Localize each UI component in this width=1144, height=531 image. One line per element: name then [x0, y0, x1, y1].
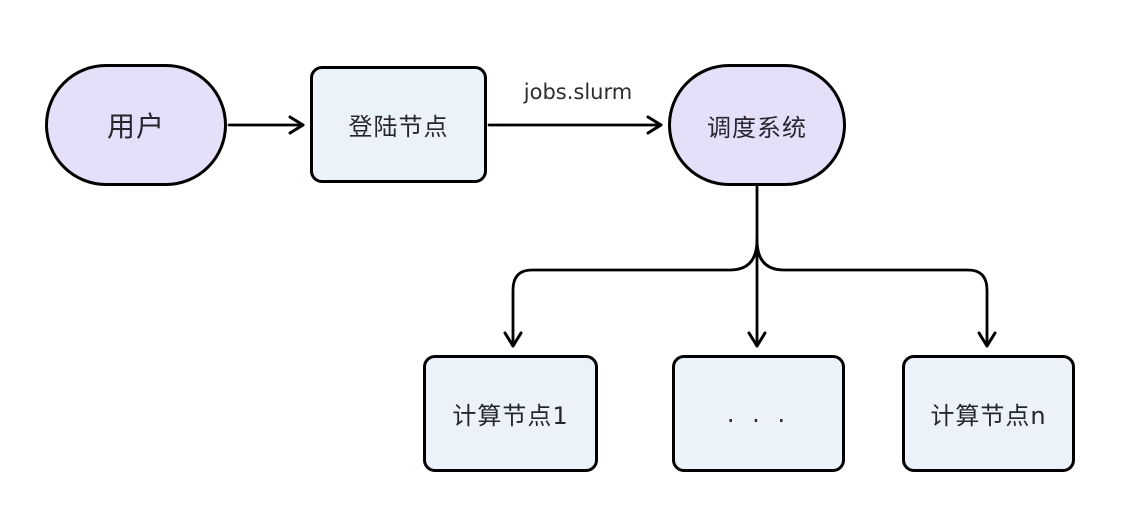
node-user-label: 用户: [106, 110, 165, 143]
node-scheduler-label: 调度系统: [707, 113, 807, 142]
node-login-label: 登陆节点: [348, 113, 449, 141]
edge-label-jobs-slurm: jobs.slurm: [523, 80, 633, 104]
node-computeN: 计算节点n: [902, 355, 1075, 472]
node-computeN-label: 计算节点n: [930, 402, 1047, 430]
edge-scheduler-computeN: [755, 238, 997, 348]
node-user: 用户: [45, 64, 227, 186]
node-scheduler: 调度系统: [668, 64, 846, 186]
node-login: 登陆节点: [310, 66, 487, 183]
node-compute1: 计算节点1: [423, 355, 598, 472]
node-ellipsis: . . .: [672, 355, 845, 472]
node-ellipsis-label: . . .: [726, 399, 791, 428]
node-compute1-label: 计算节点1: [452, 402, 569, 430]
edge-scheduler-compute1: [503, 238, 759, 348]
